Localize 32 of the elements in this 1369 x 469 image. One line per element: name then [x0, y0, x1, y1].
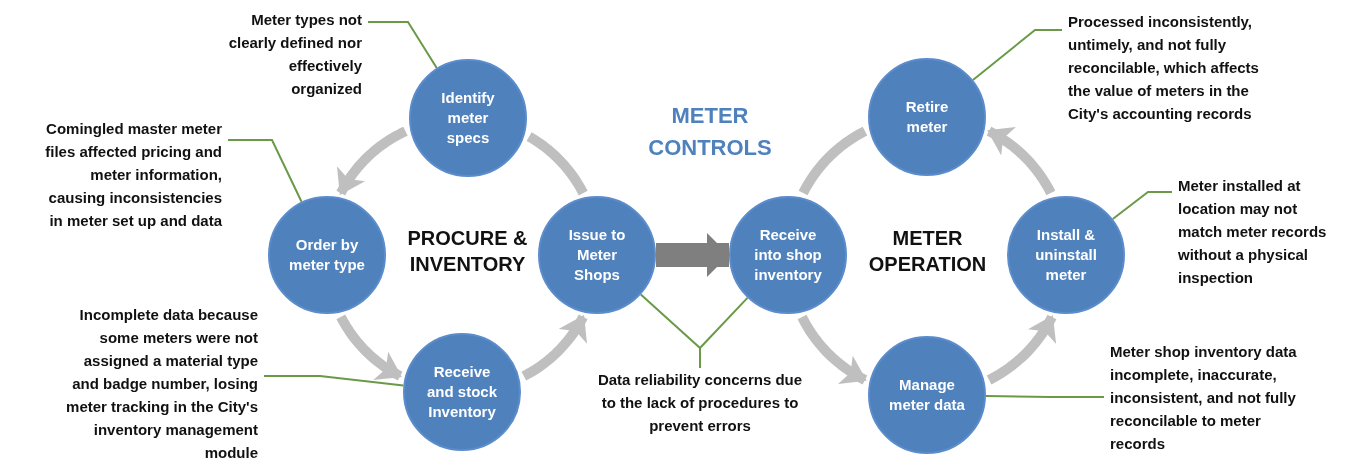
- step-label: Issue to Meter Shops: [567, 225, 627, 285]
- cycle-arrow: [336, 126, 408, 196]
- callout-text: Incomplete data because some meters were not assigned a material type and badge number, losing meter tracking in the City's inventory management module: [52, 303, 264, 464]
- cycle-label: PROCURE & INVENTORY: [406, 226, 529, 277]
- leader-line: [263, 375, 405, 387]
- callout-text: Comingled master meter files affected pricing and meter information, causing inconsistencies in meter set up and data: [31, 117, 228, 232]
- leader-line: [227, 139, 303, 203]
- leader-line: [971, 29, 1063, 81]
- cycle-label: METER OPERATION: [867, 226, 988, 277]
- cycle-arrow: [986, 126, 1056, 196]
- step-label: Install & uninstall meter: [1034, 225, 1098, 285]
- callout-text: Meter types not clearly defined nor effectively organized: [221, 8, 368, 100]
- step-label: Retire meter: [904, 97, 950, 137]
- cycle-arrow: [797, 314, 868, 385]
- cycle-arrow: [521, 314, 588, 381]
- callout-text: Data reliability concerns due to the lack of procedures to prevent errors: [589, 368, 811, 437]
- callout-text: Meter shop inventory data incomplete, inaccurate, inconsistent, and not fully reconcilable to meter records: [1104, 340, 1306, 455]
- step-label: Manage meter data: [889, 375, 965, 415]
- cycle-arrow: [986, 314, 1057, 385]
- leader-line: [1111, 191, 1173, 221]
- leader-line: [985, 394, 1105, 398]
- callout-text: Meter installed at location may not match meter records without a physical inspection: [1172, 174, 1349, 289]
- block-arrow: [656, 233, 729, 277]
- cycle-arrow: [336, 314, 403, 381]
- leader-line: [699, 296, 749, 369]
- step-label: Receive into shop inventory: [753, 225, 823, 285]
- callout-text: Processed inconsistently, untimely, and not fully reconcilable, which affects the value of meters in the City's accounting records: [1062, 10, 1274, 125]
- leader-line: [367, 21, 438, 69]
- diagram-title: METER CONTROLS: [647, 102, 773, 162]
- step-label: Order by meter type: [289, 235, 365, 275]
- step-label: Receive and stock Inventory: [426, 362, 498, 422]
- step-label: Identify meter specs: [440, 88, 496, 148]
